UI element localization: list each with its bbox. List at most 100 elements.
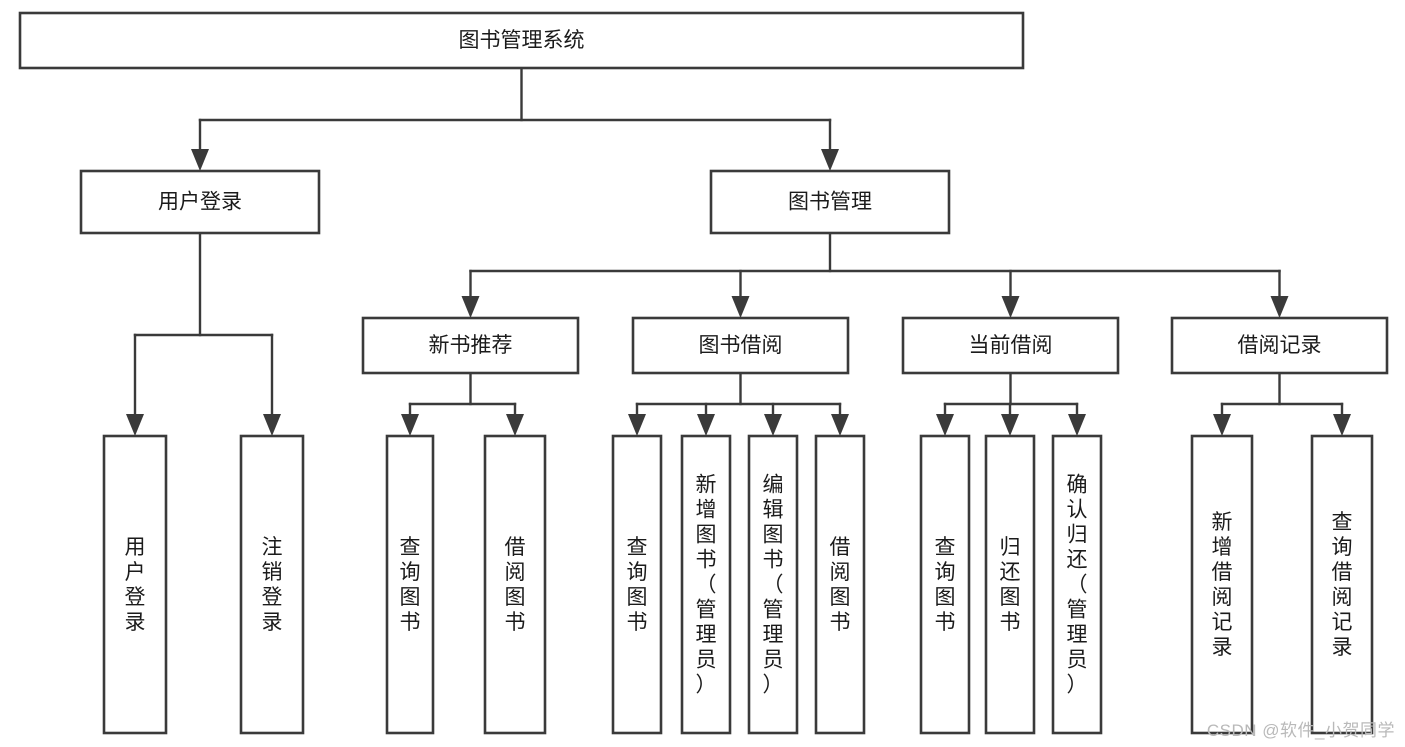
node-label-char: 还 (1067, 549, 1088, 572)
node-label-char: 增 (1212, 536, 1233, 559)
node-label-char: 书 (696, 549, 717, 572)
node-label-char: 借 (830, 536, 851, 559)
node-label-char: 询 (400, 561, 421, 584)
node-label-char: 登 (125, 586, 146, 609)
arrow-head-icon (697, 414, 715, 436)
node-rect (361, 316, 580, 375)
node-label-char: 询 (935, 561, 956, 584)
level3-node[interactable]: 新书推荐 (361, 316, 580, 375)
node-label-char: ） (1067, 674, 1088, 697)
arrow-head-icon (191, 149, 209, 171)
node-label-char: 阅 (1332, 586, 1353, 609)
node-rect (919, 434, 971, 735)
node-label-char: 归 (1067, 524, 1088, 547)
level3-node[interactable]: 借阅记录 (1170, 316, 1389, 375)
node-label-char: 管 (1067, 599, 1088, 622)
node-label-char: 借 (505, 536, 526, 559)
node-rect (631, 316, 850, 375)
node-label-char: 书 (627, 611, 648, 634)
node-label-char: 注 (262, 536, 283, 559)
node-label-char: （ (696, 574, 717, 597)
level2-node[interactable]: 用户登录 (79, 169, 321, 235)
node-label-char: 书 (400, 611, 421, 634)
node-rect (385, 434, 435, 735)
node-rect (709, 169, 951, 235)
node-rect (102, 434, 168, 735)
node-label-char: 新 (1212, 511, 1233, 534)
root-node[interactable]: 图书管理系统 (18, 11, 1025, 70)
arrow-head-icon (731, 296, 750, 318)
node-label-char: 管 (696, 599, 717, 622)
node-rect (18, 11, 1025, 70)
node-label-char: 理 (1067, 624, 1088, 647)
node-rect (814, 434, 866, 735)
node-label-char: 销 (262, 561, 283, 584)
arrow-head-icon (126, 414, 144, 436)
arrow-head-icon (1333, 414, 1351, 436)
node-label-char: 图 (505, 586, 526, 609)
arrow-head-icon (401, 414, 419, 436)
node-label-char: 图 (696, 524, 717, 547)
node-label-char: 管 (763, 599, 784, 622)
node-rect (79, 169, 321, 235)
node-label: 当前借阅 (969, 334, 1053, 357)
node-rect (984, 434, 1036, 735)
node-label-char: ） (763, 674, 784, 697)
arrow-head-icon (821, 149, 839, 171)
node-label-char: 书 (763, 549, 784, 572)
arrow-head-icon (1270, 296, 1289, 318)
node-label-char: 查 (400, 536, 421, 559)
node-rect (1170, 316, 1389, 375)
node-label-char: 图 (763, 524, 784, 547)
node-label-char: 记 (1212, 611, 1233, 634)
level3-node[interactable]: 图书借阅 (631, 316, 850, 375)
node-label-char: 阅 (830, 561, 851, 584)
node-label-char: 认 (1067, 499, 1088, 522)
level2-node[interactable]: 图书管理 (709, 169, 951, 235)
node-label-char: 录 (1212, 636, 1233, 659)
node-label-char: 录 (262, 611, 283, 634)
node-label-char: 图 (627, 586, 648, 609)
node-rect (680, 434, 732, 735)
node-rect (1190, 434, 1254, 735)
node-label-char: 还 (1000, 561, 1021, 584)
level3-node[interactable]: 当前借阅 (901, 316, 1120, 375)
node-label-char: 记 (1332, 611, 1353, 634)
node-label: 图书借阅 (699, 334, 783, 357)
arrow-head-icon (628, 414, 646, 436)
arrow-head-icon (506, 414, 524, 436)
node-rect (1051, 434, 1103, 735)
arrow-head-icon (1068, 414, 1086, 436)
node-rect (239, 434, 305, 735)
node-label-char: 询 (627, 561, 648, 584)
node-label-char: 户 (125, 561, 146, 584)
node-label-char: 理 (696, 624, 717, 647)
node-label-char: 归 (1000, 536, 1021, 559)
connector-layer (126, 66, 1351, 436)
arrow-head-icon (263, 414, 281, 436)
leaf-node[interactable]: 用户登录 (102, 434, 168, 735)
node-label-char: （ (763, 574, 784, 597)
node-label-char: 理 (763, 624, 784, 647)
node-label: 图书管理系统 (459, 29, 585, 52)
node-label-char: 录 (125, 611, 146, 634)
node-label-char: 员 (763, 649, 784, 672)
node-rect (747, 434, 799, 735)
node-label: 用户登录 (158, 191, 242, 214)
node-label-char: ） (696, 674, 717, 697)
node-label-char: 辑 (763, 499, 784, 522)
